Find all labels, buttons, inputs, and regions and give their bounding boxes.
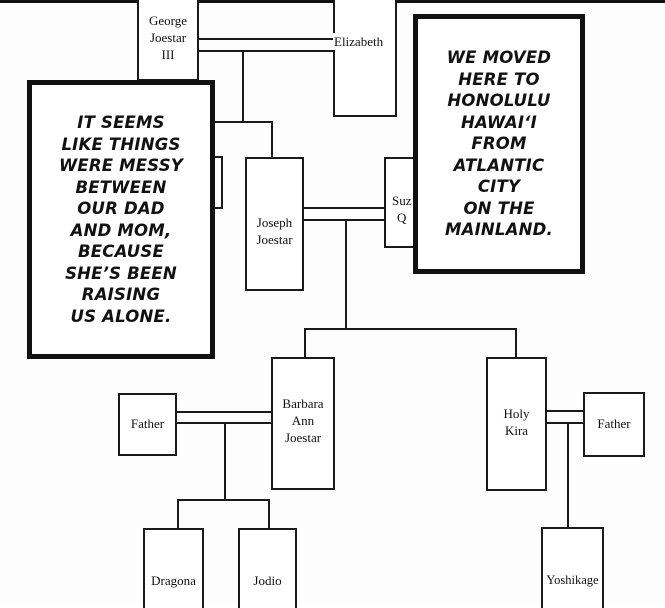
node-label: Father — [130, 415, 165, 431]
marriage-line-father-barbara-top — [177, 411, 271, 413]
node-elizabeth: Elizabeth — [333, 0, 397, 117]
node-holy-kira: Holy Kira — [486, 357, 547, 491]
node-label: Elizabeth — [333, 33, 385, 50]
caption-text-left: IT SEEMS LIKE THINGS WERE MESSY BETWEEN … — [58, 113, 183, 326]
node-label: George Joestar III — [148, 13, 188, 62]
node-label: Holy Kira — [503, 405, 530, 438]
node-joseph-joestar: Joseph Joestar — [245, 157, 304, 291]
node-jodio: Jodio — [238, 528, 297, 608]
node-yoshikage: Yoshikage — [541, 527, 604, 608]
node-label: Jodio — [253, 573, 282, 588]
panel-border-top — [0, 0, 665, 3]
marriage-line-holy-father-bottom — [547, 422, 583, 424]
caption-box-right: WE MOVED HERE TO HONOLULU HAWAI‘I FROM A… — [413, 14, 585, 274]
caption-text-right: WE MOVED HERE TO HONOLULU HAWAI‘I FROM A… — [445, 48, 553, 240]
descent-line-holy — [515, 328, 517, 358]
node-label: Dragona — [150, 572, 197, 589]
node-label: Suz Q — [392, 192, 412, 225]
node-george-joestar-iii: George Joestar III — [137, 0, 199, 81]
sibling-line-gen2 — [212, 121, 273, 123]
node-barbara-ann-joestar: Barbara Ann Joestar — [271, 357, 335, 490]
descent-line-barbara — [304, 328, 306, 358]
node-label: Barbara Ann Joestar — [282, 395, 324, 445]
node-father-left: Father — [118, 393, 177, 456]
node-father-right: Father — [583, 392, 645, 457]
caption-box-left: IT SEEMS LIKE THINGS WERE MESSY BETWEEN … — [27, 80, 215, 359]
node-label: Yoshikage — [545, 571, 600, 589]
sibling-line-gen3 — [304, 328, 517, 330]
descent-line-joseph — [271, 121, 273, 158]
marriage-line-joseph-suzi-bottom — [304, 219, 384, 221]
node-label: Joseph Joestar — [256, 215, 293, 247]
marriage-line-holy-father-top — [547, 410, 583, 412]
marriage-line-george-elizabeth-bottom — [199, 50, 333, 52]
sibling-line-gen4-left — [177, 499, 270, 501]
marriage-line-joseph-suzi-top — [304, 207, 384, 209]
descent-line-george-elizabeth — [242, 51, 244, 123]
descent-line-holy-father — [567, 423, 569, 528]
descent-line-jodio — [268, 499, 270, 529]
node-dragona: Dragona — [143, 528, 204, 608]
node-suzi-q: Suz Q — [384, 157, 418, 248]
descent-line-dragona — [177, 499, 179, 529]
marriage-line-george-elizabeth-top — [199, 38, 333, 40]
descent-line-joseph-suzi — [345, 220, 347, 330]
descent-line-father-barbara — [224, 423, 226, 501]
node-label: Father — [597, 415, 631, 431]
